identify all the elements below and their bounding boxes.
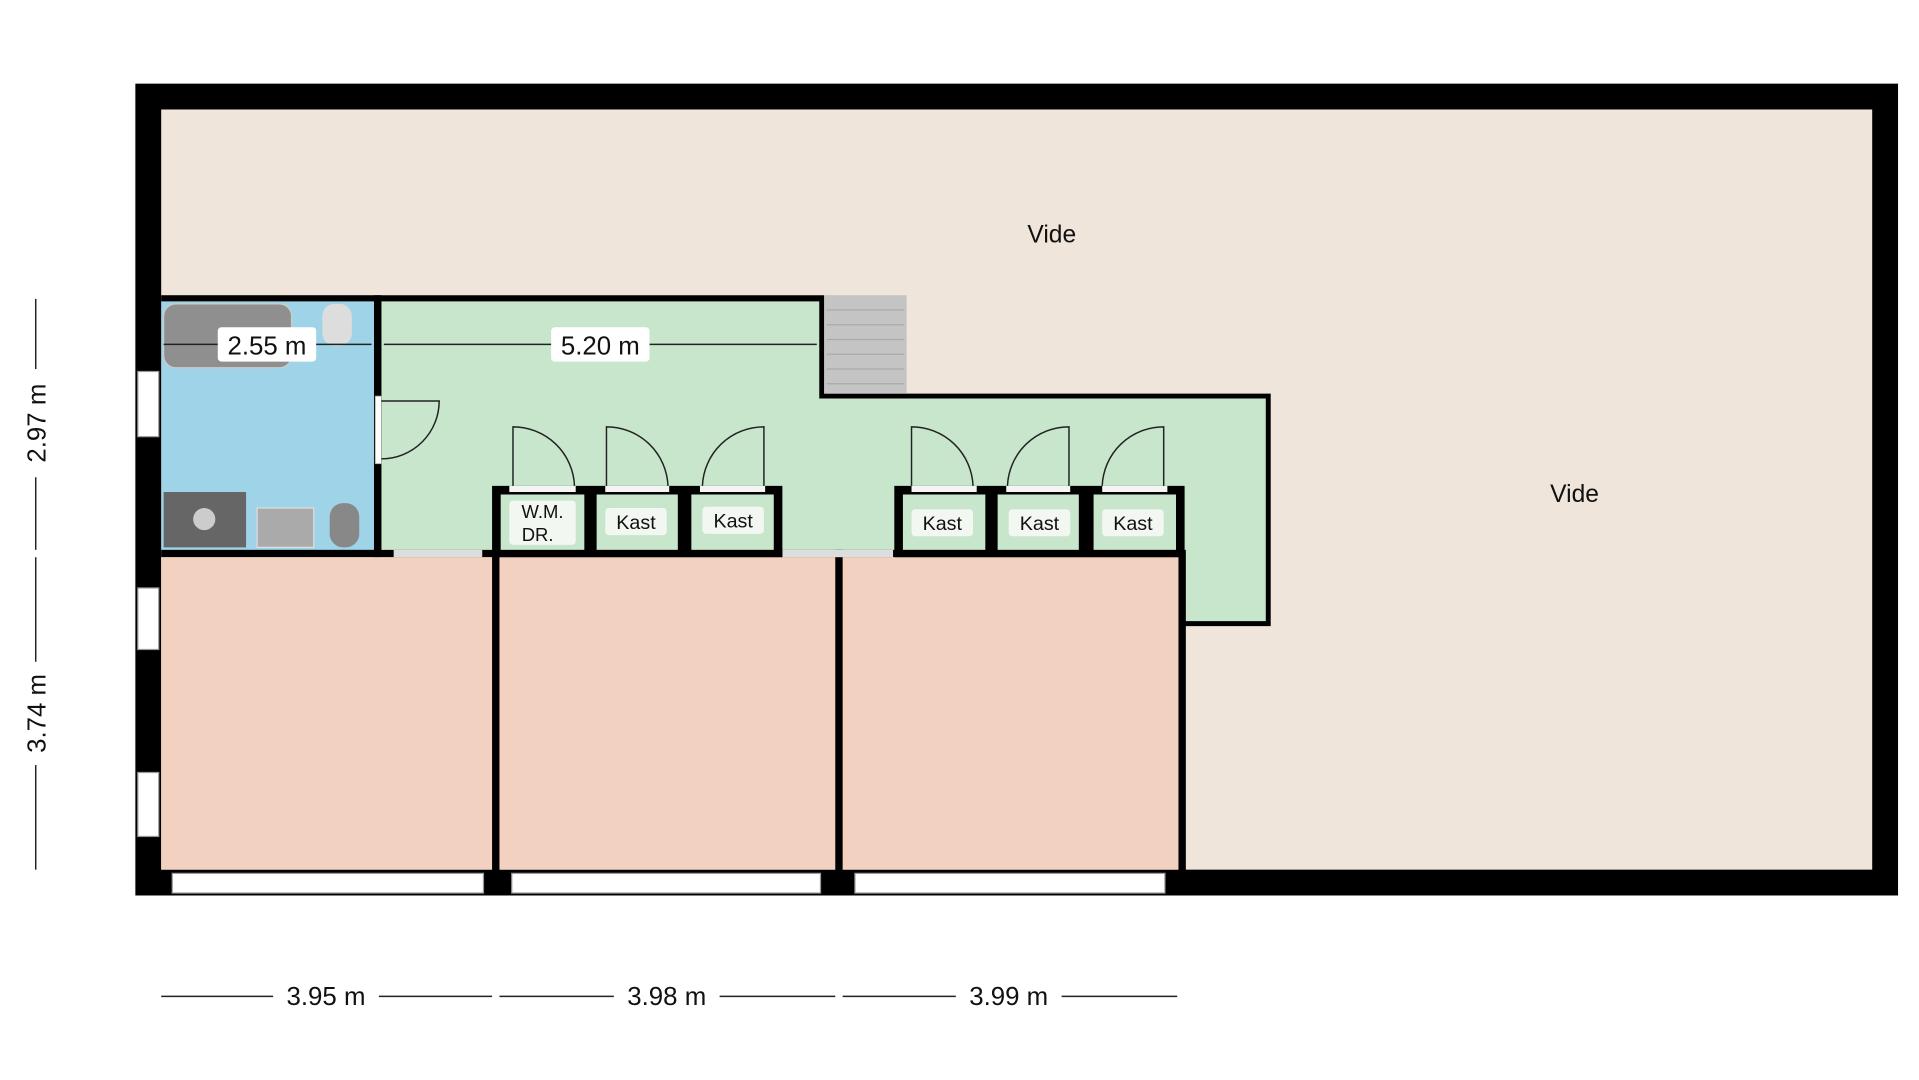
closet-label: Kast	[1020, 513, 1060, 535]
closet-labels: Kast Kast Kast Kast Kast	[605, 506, 1164, 537]
left-windows	[137, 370, 160, 838]
stairs	[824, 295, 907, 394]
bedroom-2	[499, 557, 836, 870]
room-label-vide-right: Vide	[1550, 481, 1599, 508]
closet-label: Kast	[713, 511, 753, 533]
dimension-room2-width: 3.98 m	[627, 983, 706, 1011]
dimension-bathroom-width: 2.55 m	[227, 332, 306, 360]
room-label-laundry-2: DR.	[522, 524, 554, 545]
closet-label: Kast	[1113, 513, 1153, 535]
dimension-lower-height: 3.74 m	[24, 674, 52, 753]
toilet-icon	[322, 303, 352, 346]
closet-door-swings	[512, 426, 1165, 486]
dimension-room1-width: 3.95 m	[287, 983, 366, 1011]
door-swing-icon	[381, 400, 440, 460]
room-label-laundry-1: W.M.	[522, 501, 564, 522]
closet-label: Kast	[923, 513, 963, 535]
dimension-upper-height: 2.97 m	[24, 384, 52, 463]
toilet-icon-2	[329, 503, 360, 548]
bedroom-1	[161, 557, 493, 870]
dimension-room3-width: 3.99 m	[969, 983, 1048, 1011]
dimension-hall-width: 5.20 m	[561, 332, 640, 360]
room-label-vide: Vide	[1027, 221, 1076, 248]
closet-label: Kast	[616, 512, 656, 534]
bedroom-3	[842, 557, 1179, 870]
sink-icon	[256, 507, 315, 548]
bottom-windows	[171, 872, 1166, 894]
